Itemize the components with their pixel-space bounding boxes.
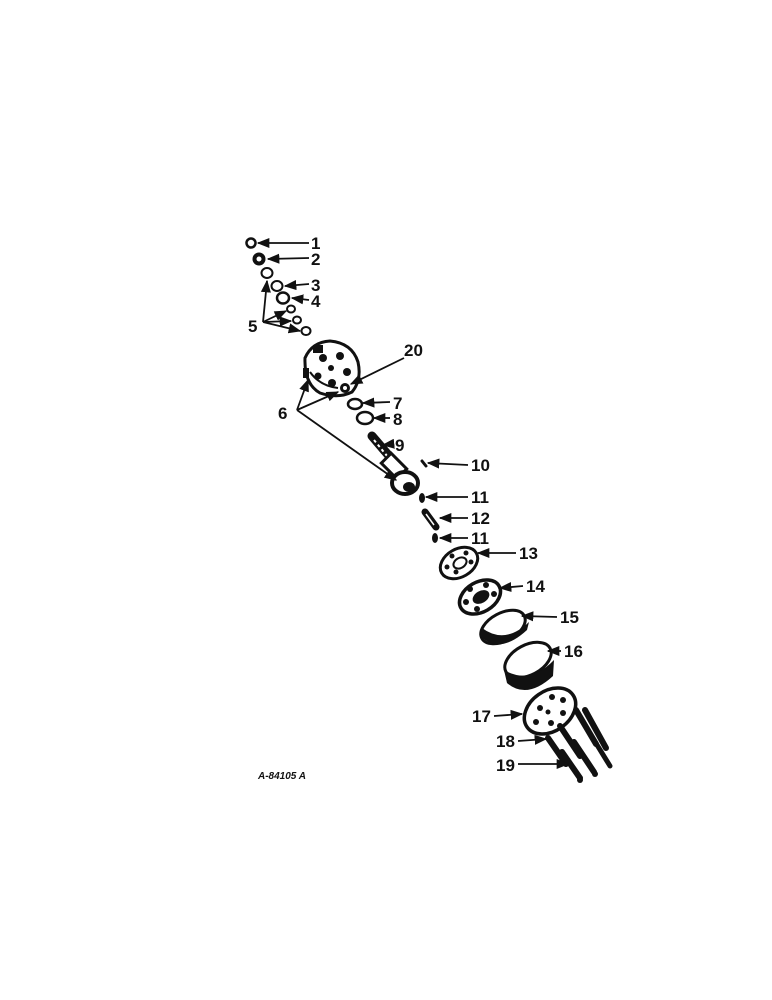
part-drive-coupling (390, 470, 420, 496)
callout-11-lower: 11 (471, 529, 489, 548)
callout-16: 16 (564, 642, 583, 661)
part-14-rotor (457, 578, 503, 616)
callout-2: 2 (311, 250, 320, 269)
callout-10: 10 (471, 456, 490, 475)
callout-4: 4 (311, 292, 321, 311)
part-20-nut (340, 383, 350, 393)
callout-13: 13 (519, 544, 538, 563)
callout-9: 9 (395, 436, 404, 455)
callout-12: 12 (471, 509, 490, 528)
callout-19: 19 (496, 756, 515, 775)
callout-6: 6 (278, 404, 287, 423)
leader-lines (256, 237, 570, 770)
part-3-ring (270, 280, 284, 292)
part-10-key (420, 459, 428, 468)
part-7-ring (346, 397, 364, 411)
figure-reference-code: A-84105 A (257, 771, 306, 782)
part-4-ring (275, 291, 291, 305)
part-1-washer (245, 237, 257, 249)
callout-5: 5 (248, 317, 257, 336)
part-13-plate (438, 545, 480, 581)
callout-17: 17 (472, 707, 491, 726)
callout-18: 18 (496, 732, 515, 751)
part-11-pin-lower (432, 533, 438, 543)
part-11-pin-upper (419, 493, 425, 503)
callout-14: 14 (526, 577, 545, 596)
callout-1: 1 (311, 234, 320, 253)
part-pump-cover (303, 339, 361, 398)
part-16-ring (503, 640, 554, 691)
callout-8: 8 (393, 410, 402, 429)
callout-3: 3 (311, 276, 320, 295)
callout-15: 15 (560, 608, 579, 627)
part-8-ring (355, 410, 375, 426)
callout-labels: 1 2 3 4 5 6 7 8 9 10 11 12 11 13 14 15 1… (248, 234, 583, 775)
part-2-seal (252, 252, 266, 266)
callout-7: 7 (393, 394, 402, 413)
part-12-pin (421, 508, 440, 531)
callout-11-upper: 11 (471, 488, 489, 507)
part-19-bolts (559, 737, 613, 783)
callout-20: 20 (404, 341, 423, 360)
